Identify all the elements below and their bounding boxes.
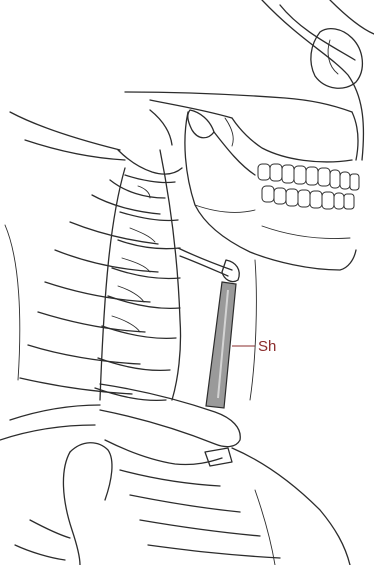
cervical-spine xyxy=(10,110,182,400)
shoulder-region xyxy=(0,384,350,565)
skull xyxy=(125,0,374,162)
teeth xyxy=(258,164,359,209)
hyoid-bone xyxy=(178,248,239,282)
muscle-label-text: Sh xyxy=(258,338,276,355)
sternohyoid-muscle xyxy=(206,282,236,408)
muscle-label: Sh xyxy=(232,338,276,355)
